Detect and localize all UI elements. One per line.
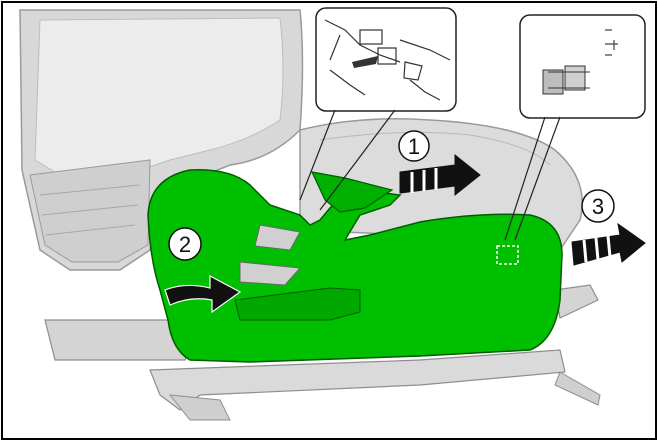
step-2-number: 2	[179, 232, 191, 257]
step-3-number: 3	[592, 194, 604, 219]
step-1-number: 1	[408, 134, 420, 159]
